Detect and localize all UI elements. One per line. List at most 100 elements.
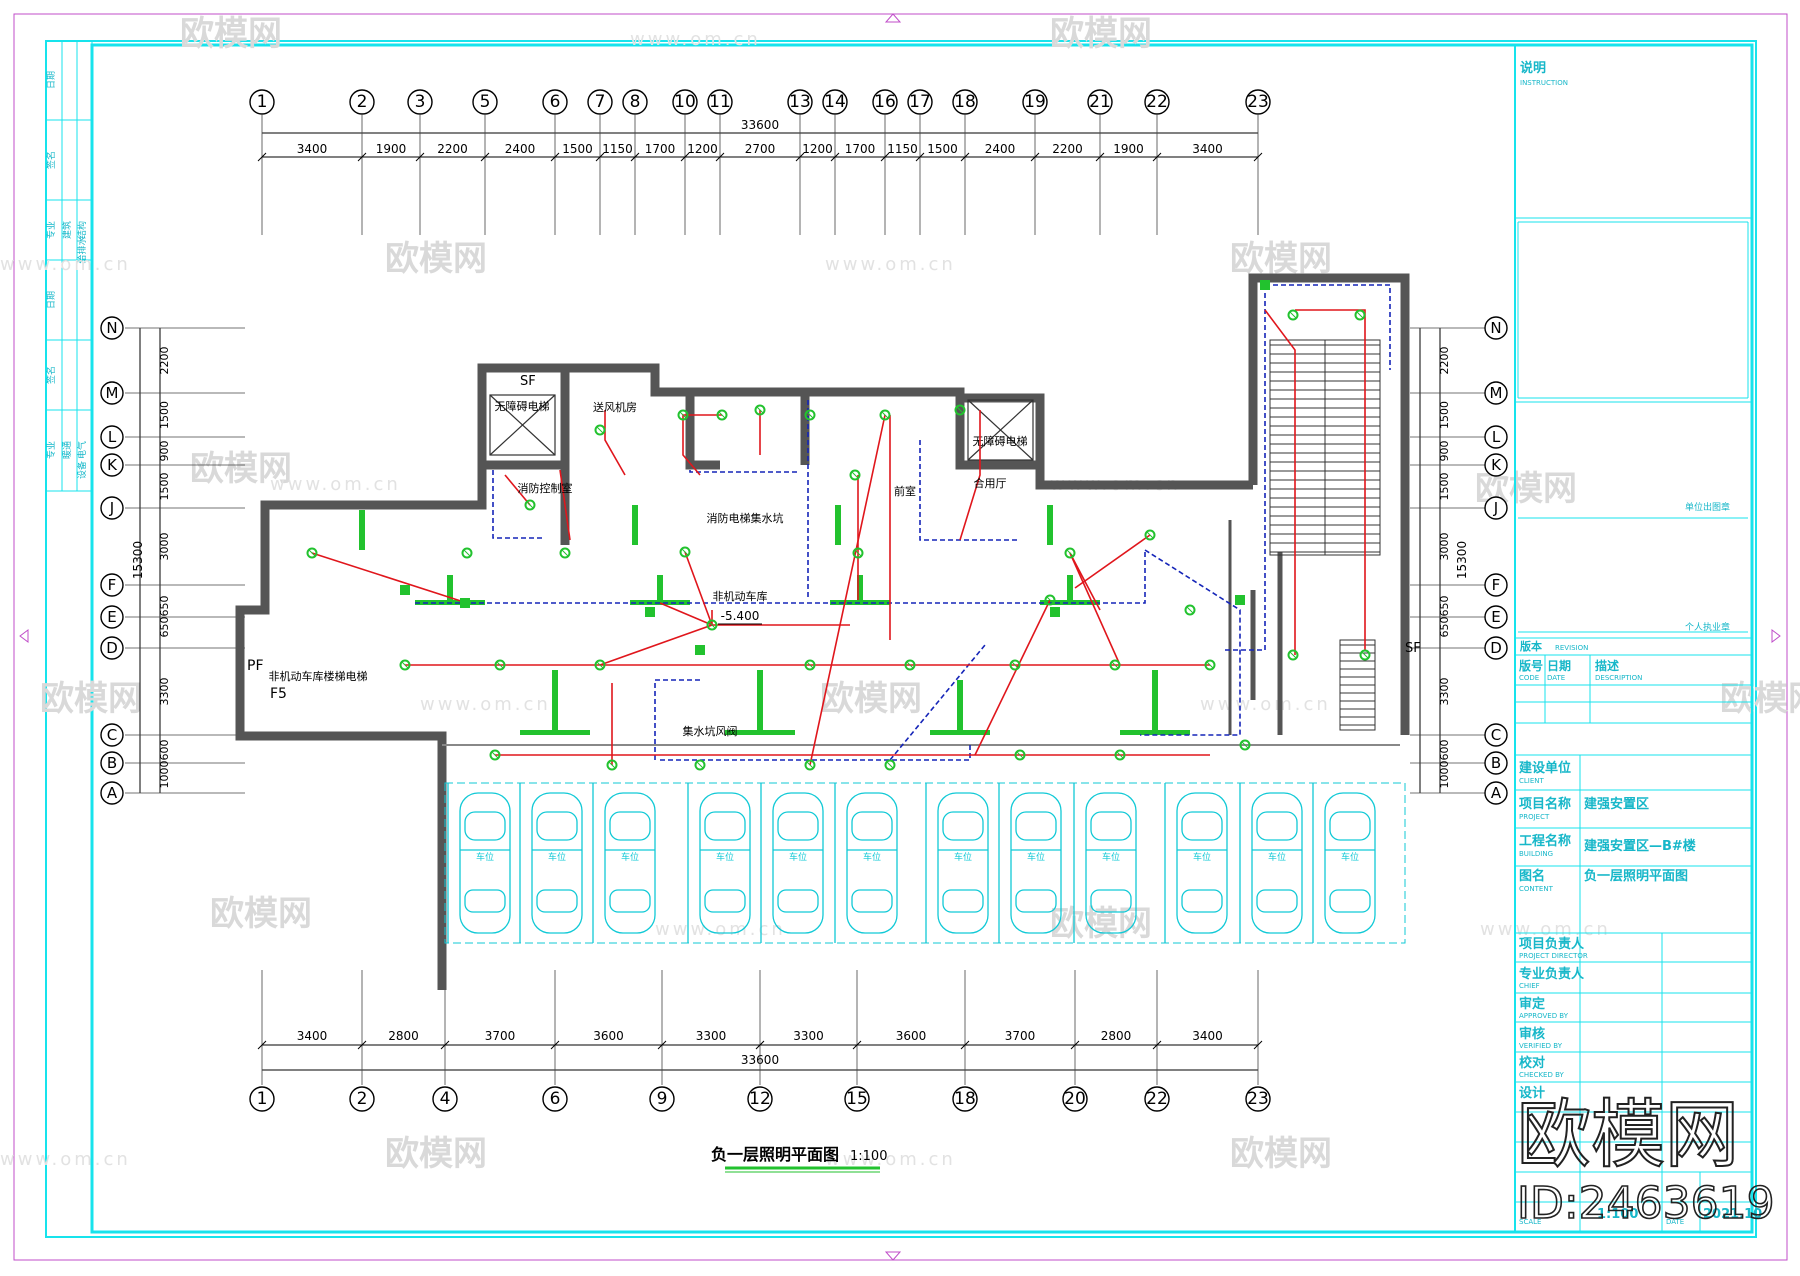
dim-top: 2700 <box>745 142 776 156</box>
axis-label-bottom: 20 <box>1064 1089 1086 1109</box>
axis-label-top: 22 <box>1146 92 1168 112</box>
axis-label-bottom: 15 <box>846 1089 868 1109</box>
light-fixture <box>804 759 816 771</box>
axis-bubble-right <box>1484 573 1508 597</box>
dim-bottom: 3600 <box>593 1029 624 1043</box>
parking-label: 车位 <box>1341 851 1359 863</box>
light-fixture <box>1009 659 1021 671</box>
axis-bubble-right <box>1484 723 1508 747</box>
watermark-brand: 欧模网 <box>1720 679 1800 719</box>
distribution-box <box>1260 280 1270 290</box>
watermark-url: www.om.cn <box>825 254 956 275</box>
room-elevator-pit: 消防电梯集水坑 <box>707 511 784 525</box>
parking-area: 车位车位车位车位车位车位车位车位车位车位车位车位 <box>444 782 1406 944</box>
light-fixture <box>559 547 571 559</box>
watermark-url: www.om.cn <box>1480 919 1611 940</box>
light-fixture <box>494 659 506 671</box>
axis-label-left: L <box>108 428 117 446</box>
light-fixture <box>594 424 606 436</box>
dim-left: 1500 <box>158 401 171 429</box>
axis-bubble-top <box>587 89 613 115</box>
column <box>630 575 690 605</box>
parking-stall: 车位 <box>1073 783 1137 943</box>
parking-stall: 车位 <box>592 783 656 943</box>
axis-label-right: E <box>1491 608 1500 626</box>
axis-label-bottom: 22 <box>1146 1089 1168 1109</box>
parking-label: 车位 <box>954 851 972 863</box>
title-block <box>1514 44 1753 1233</box>
axis-bubble-top <box>349 89 375 115</box>
axis-bubble-top <box>249 89 275 115</box>
room-fan: 送风机房 <box>593 400 637 414</box>
watermark-brand: 欧模网 <box>190 449 292 489</box>
parking-label: 车位 <box>1027 851 1045 863</box>
light-fixture <box>1287 649 1299 661</box>
parking-stall: 车位 <box>687 783 751 943</box>
paper-edge <box>13 13 1788 1261</box>
dim-bottom: 3700 <box>485 1029 516 1043</box>
dim-right: 3300 <box>1438 678 1451 706</box>
outer-frame <box>45 40 1757 1238</box>
light-fixture <box>716 409 728 421</box>
dim-top: 1150 <box>602 142 633 156</box>
light-fixture <box>1287 309 1299 321</box>
light-fixture <box>1359 649 1371 661</box>
dim-top: 1200 <box>687 142 718 156</box>
distribution-box <box>460 598 470 608</box>
room-lift-hall: 合用厅 <box>974 476 1007 490</box>
axis-label-top: 13 <box>789 92 811 112</box>
center-mark-right <box>1771 629 1781 643</box>
column <box>359 510 365 550</box>
dim-bottom: 3600 <box>896 1029 927 1043</box>
watermark-brand: 欧模网 <box>40 679 142 719</box>
dim-top: 2200 <box>437 142 468 156</box>
axis-label-top: 2 <box>357 92 368 112</box>
watermark-layer: 欧模网欧模网欧模网欧模网欧模网欧模网欧模网欧模网欧模网欧模网欧模网欧模网欧模网w… <box>0 14 1800 1174</box>
column <box>1047 505 1053 545</box>
watermark-brand: 欧模网 <box>385 1134 487 1174</box>
brand-watermark: 欧模网 ID:2463619 <box>1516 1091 1775 1230</box>
strip-label: 给排水 <box>76 236 88 263</box>
strip-label: 暖通 <box>61 441 73 459</box>
axis-label-left: A <box>107 784 118 802</box>
axis-label-right: B <box>1491 754 1501 772</box>
dim-top: 2200 <box>1052 142 1083 156</box>
axis-label-left: C <box>107 726 117 744</box>
light-fixture <box>677 409 689 421</box>
axis-label-top: 7 <box>595 92 606 112</box>
axis-label-bottom: 18 <box>954 1089 976 1109</box>
axis-label-top: 11 <box>709 92 731 112</box>
watermark-brand: 欧模网 <box>1230 1134 1332 1174</box>
tb-chief-en: CHIEF <box>1519 982 1540 990</box>
axis-bubble-left <box>100 453 124 477</box>
parking-stall: 车位 <box>834 783 898 943</box>
dim-right: 3000 <box>1438 533 1451 561</box>
axis-bubble-bottom <box>952 1086 978 1112</box>
axis-bubble-top <box>822 89 848 115</box>
tb-building-value: 建强安置区—B#楼 <box>1584 838 1696 854</box>
axis-bubble-bottom <box>542 1086 568 1112</box>
dim-top: 1700 <box>645 142 676 156</box>
parking-label: 车位 <box>1193 851 1211 863</box>
dim-top: 2400 <box>505 142 536 156</box>
axis-bubble-left <box>100 496 124 520</box>
light-fixture <box>694 759 706 771</box>
parking-label: 车位 <box>548 851 566 863</box>
axis-label-top: 17 <box>909 92 931 112</box>
label-sf1: SF <box>520 374 536 389</box>
light-fixture <box>804 409 816 421</box>
dim-right: 1500 <box>1438 401 1451 429</box>
dim-bottom: 3300 <box>696 1029 727 1043</box>
light-fixture <box>754 404 766 416</box>
watermark-url: www.om.cn <box>270 474 401 495</box>
axis-label-left: J <box>109 499 114 517</box>
watermark-url: www.om.cn <box>420 694 551 715</box>
center-mark-bottom <box>884 1251 902 1261</box>
axis-bubble-bottom <box>249 1086 275 1112</box>
strip-label: 日期 <box>46 291 57 309</box>
elevator-label-right: 无障碍电梯 <box>973 434 1028 448</box>
axis-bubble-left <box>100 605 124 629</box>
axis-bubble-left <box>100 751 124 775</box>
